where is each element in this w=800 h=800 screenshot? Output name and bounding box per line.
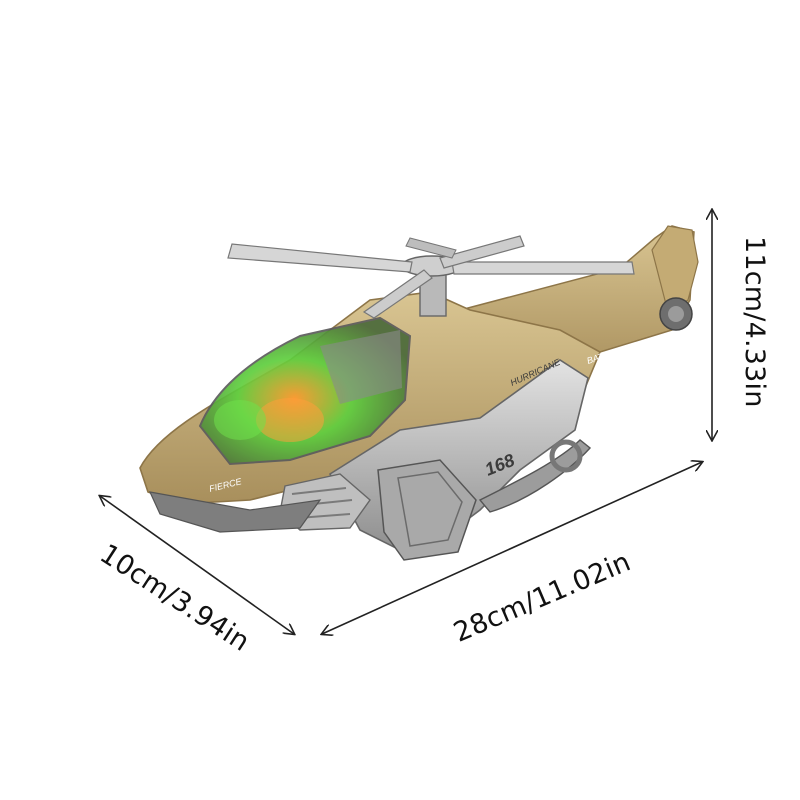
landing-skid [478, 439, 592, 513]
nose-jaw [148, 491, 322, 533]
rotor-blade-front [362, 269, 433, 319]
height-dimension-label: 11cm/4.33in [739, 236, 770, 408]
length-dimension-arrow [322, 462, 702, 634]
helicopter-toy: FIERCE HURRICANE BATTLE 168 [139, 225, 699, 561]
rotor-blade-back [439, 235, 525, 269]
front-armor-block [377, 459, 477, 561]
rotor-blade-right [451, 261, 635, 275]
rotor-blade-left [227, 243, 413, 273]
width-dimension-arrow [100, 496, 294, 634]
